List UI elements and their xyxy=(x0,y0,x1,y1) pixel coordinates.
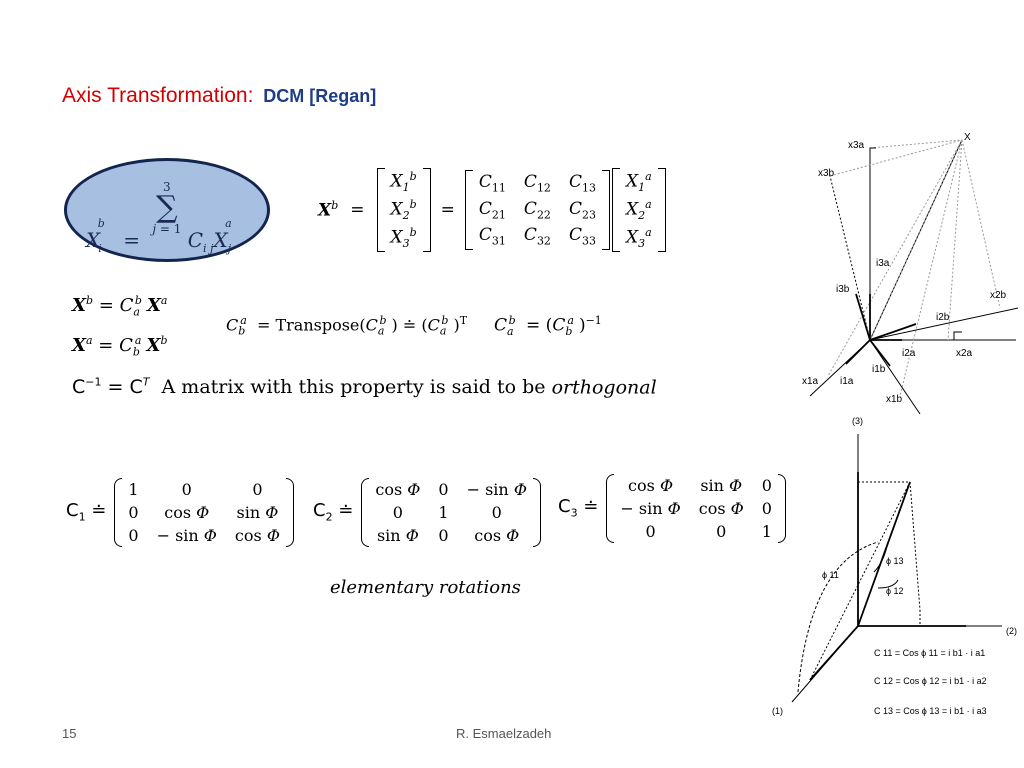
direction-cosine-figure: (3) (2) (1) ϕ 11 ϕ 12 ϕ 13 C 11 = Cos ϕ … xyxy=(772,416,1017,716)
label-i3a: i3a xyxy=(876,258,890,269)
label-x2a: x2a xyxy=(956,348,973,359)
label-x2b: x2b xyxy=(990,290,1007,301)
rotations-caption: elementary rotations xyxy=(330,577,521,598)
inverse-equation: Cab = (Cba)−1 xyxy=(494,314,602,339)
label-i2b: i2b xyxy=(936,312,950,323)
label-x1a: x1a xyxy=(802,376,819,387)
orthogonal-statement: C−1 = CT A matrix with this property is … xyxy=(72,376,657,399)
author: R. Esmaelzadeh xyxy=(456,726,552,741)
label-i3b: i3b xyxy=(836,284,850,295)
label-x3a: x3a xyxy=(848,140,865,151)
c2-label: C xyxy=(313,500,326,522)
c12-formula: C 12 = Cos ϕ 12 = i b1 · i a2 xyxy=(874,676,987,686)
transpose-word: Transpose xyxy=(275,315,360,335)
transpose-equation: Cba = Transpose(Cab) ≐ (Cab)T xyxy=(226,314,468,338)
phi-13-label: ϕ 13 xyxy=(886,556,904,566)
axis-1-label: (1) xyxy=(772,706,783,716)
c3-label: C xyxy=(558,496,571,518)
axis-transformation-figure: X x3a x3b x2b x2a x1a x1b i3a i3b i2b i2… xyxy=(802,132,1019,415)
phi-12-label: ϕ 12 xyxy=(886,586,904,596)
summation-equation: Xib = 3 ∑ j = 1 Ci jXja xyxy=(86,180,232,255)
label-x1b: x1b xyxy=(886,394,903,405)
title-accent: DCM [Regan] xyxy=(263,86,377,106)
phi-11-label: ϕ 11 xyxy=(822,570,839,580)
label-x: X xyxy=(964,132,971,143)
slide-number: 15 xyxy=(62,726,77,741)
label-i1b: i1b xyxy=(872,364,886,375)
c11-formula: C 11 = Cos ϕ 11 = i b1 · i a1 xyxy=(874,648,985,658)
label-i1a: i1a xyxy=(840,376,854,387)
c13-formula: C 13 = Cos ϕ 13 = i b1 · i a3 xyxy=(874,706,987,716)
axis-3-label: (3) xyxy=(852,416,863,426)
slide-title: Axis Transformation: DCM [Regan] xyxy=(62,84,376,108)
orthogonal-word: orthogonal xyxy=(551,376,657,399)
axis-2-label: (2) xyxy=(1006,626,1017,636)
summation-ellipse xyxy=(64,158,270,262)
label-i2a: i2a xyxy=(902,348,916,359)
label-x3b: x3b xyxy=(818,168,835,179)
orthogonal-text: A matrix with this property is said to b… xyxy=(161,376,546,399)
c1-label: C xyxy=(66,500,79,522)
title-main: Axis Transformation: xyxy=(62,84,254,107)
